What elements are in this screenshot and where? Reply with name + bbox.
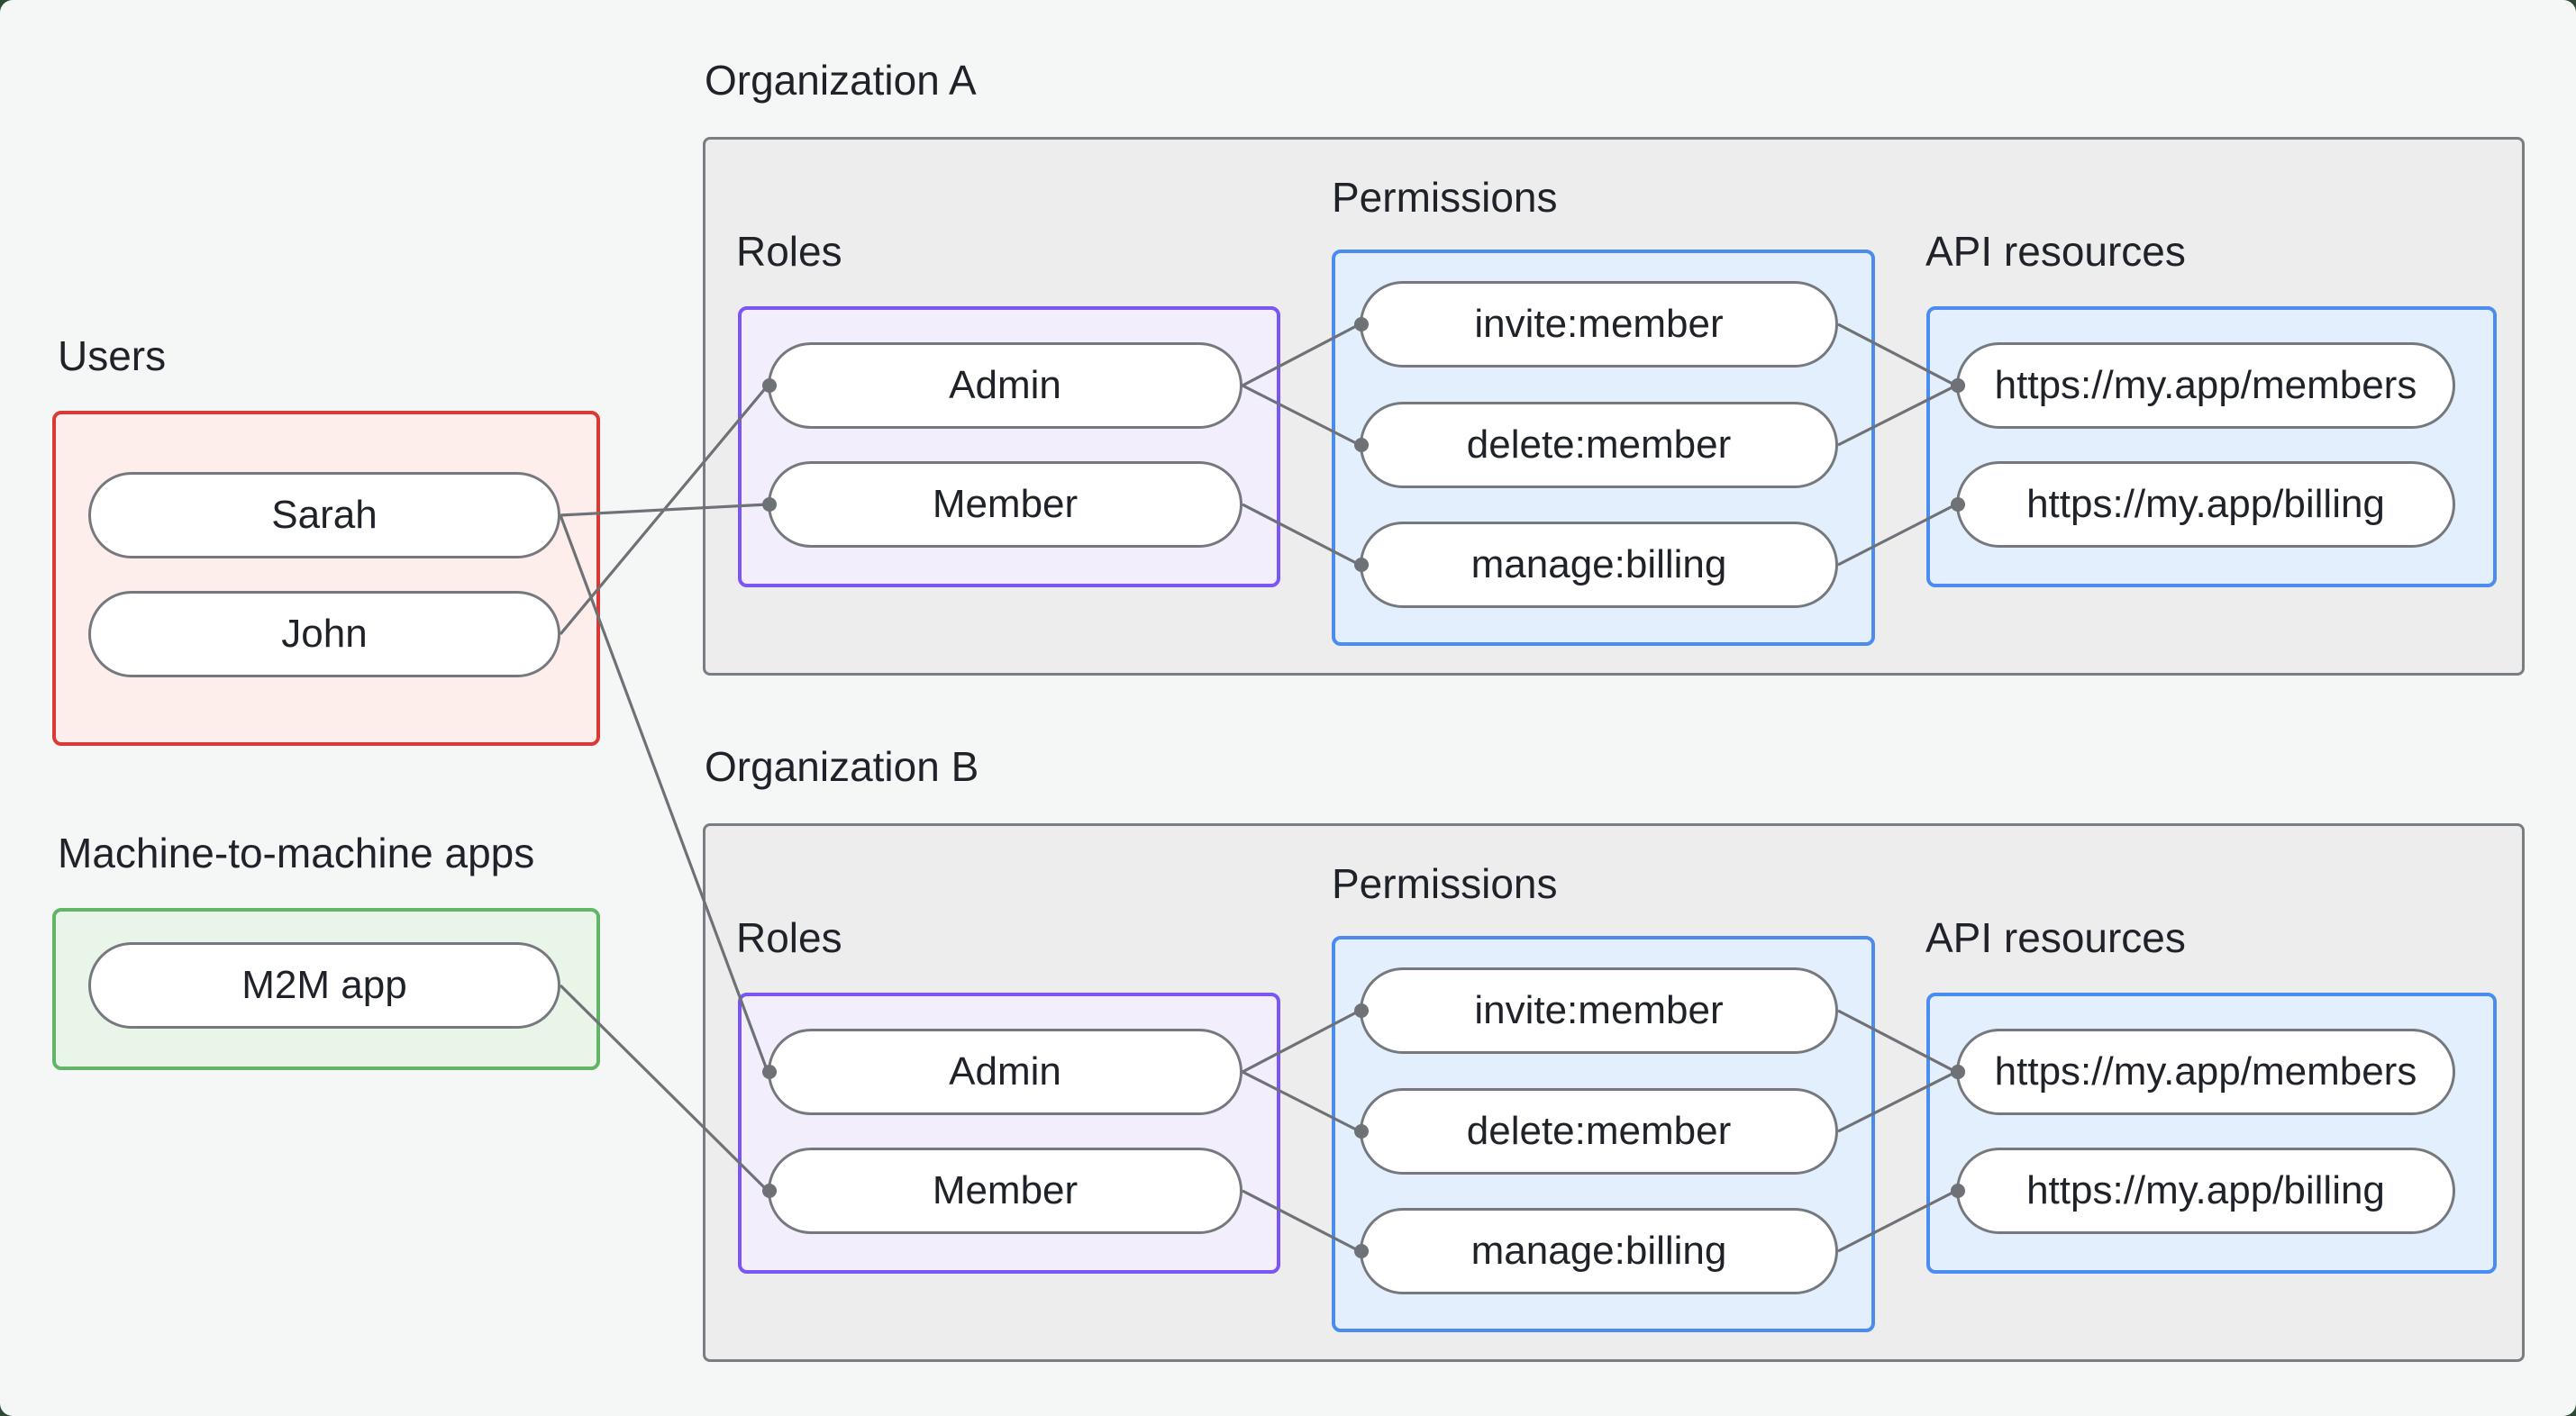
org-a-api-resources-label: API resources xyxy=(1925,228,2186,275)
m2m-group-label: Machine-to-machine apps xyxy=(58,830,535,876)
org-b-permission-invite-member: invite:member xyxy=(1360,967,1838,1054)
org-a-permissions-label: Permissions xyxy=(1332,174,1558,221)
user-node-sarah: Sarah xyxy=(88,472,560,558)
users-group-box xyxy=(52,411,600,746)
org-a-label: Organization A xyxy=(705,57,977,104)
org-b-api-members-node: https://my.app/members xyxy=(1956,1029,2455,1115)
org-b-role-admin: Admin xyxy=(768,1029,1242,1115)
user-node-john: John xyxy=(88,591,560,677)
org-b-role-member: Member xyxy=(768,1148,1242,1234)
org-b-permissions-label: Permissions xyxy=(1332,860,1558,907)
org-b-label: Organization B xyxy=(705,743,979,790)
org-a-permission-invite-member: invite:member xyxy=(1360,281,1838,368)
org-a-roles-label: Roles xyxy=(736,228,842,275)
org-a-role-member: Member xyxy=(768,461,1242,548)
org-a-permission-delete-member: delete:member xyxy=(1360,402,1838,488)
org-b-api-billing-node: https://my.app/billing xyxy=(1956,1148,2455,1234)
org-a-role-admin: Admin xyxy=(768,342,1242,429)
org-b-permission-delete-member: delete:member xyxy=(1360,1088,1838,1175)
org-b-roles-label: Roles xyxy=(736,914,842,961)
org-a-permission-manage-billing: manage:billing xyxy=(1360,522,1838,608)
org-a-api-billing-node: https://my.app/billing xyxy=(1956,461,2455,548)
org-b-api-resources-label: API resources xyxy=(1925,914,2186,961)
org-b-permission-manage-billing: manage:billing xyxy=(1360,1208,1838,1294)
users-group-label: Users xyxy=(58,332,167,379)
m2m-app-node: M2M app xyxy=(88,942,560,1029)
org-a-api-members-node: https://my.app/members xyxy=(1956,342,2455,429)
